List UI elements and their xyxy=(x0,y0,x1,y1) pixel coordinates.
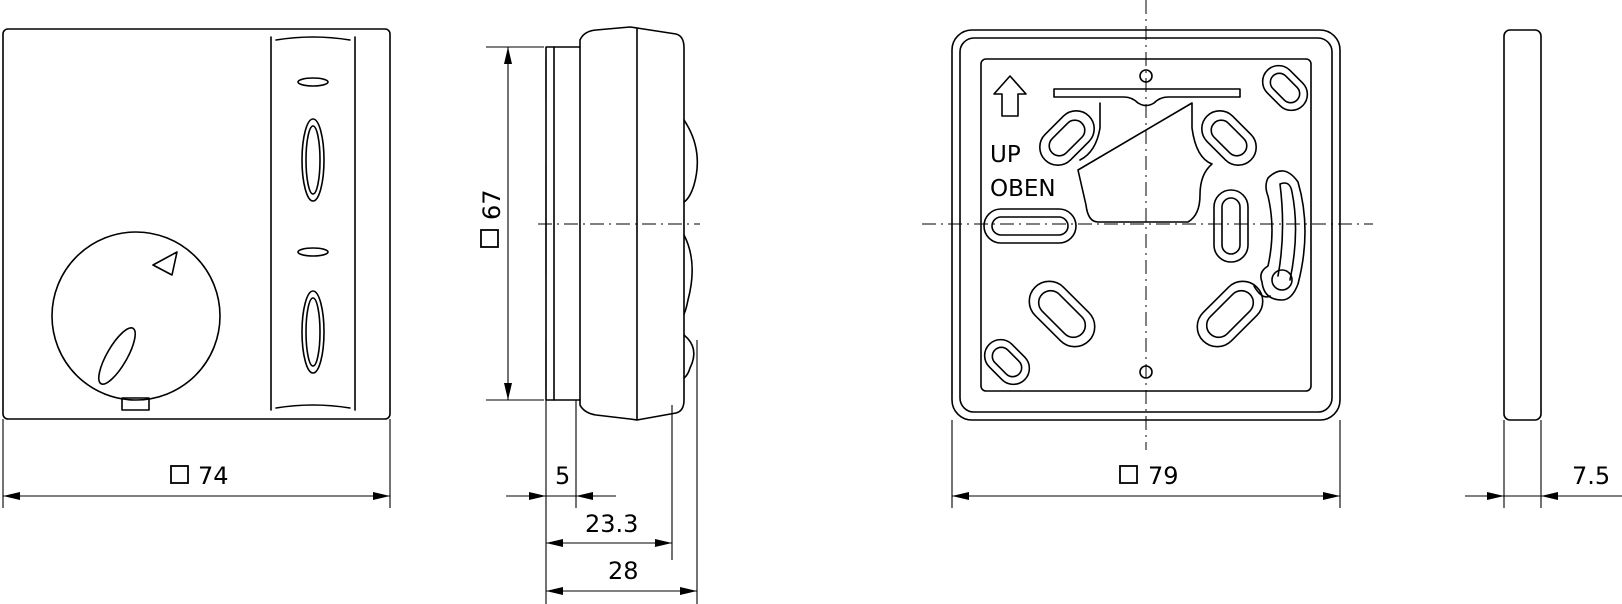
button-strip-top-curve xyxy=(275,36,351,41)
button-profile-top xyxy=(683,119,699,203)
led-indicator-top xyxy=(297,77,329,87)
mounting-slot-center-vertical xyxy=(1213,189,1249,263)
rocker-button-top[interactable] xyxy=(301,118,325,202)
bottom-screw-hole xyxy=(1139,365,1153,379)
rocker-button-bottom-inner xyxy=(305,297,321,367)
dim-label-23-3: 23.3 xyxy=(585,510,638,538)
knob-marker-triangle-icon xyxy=(152,251,178,276)
front-cover-profile xyxy=(636,27,685,421)
dimension-plate-width: 79 xyxy=(951,420,1341,508)
setpoint-knob[interactable] xyxy=(51,231,221,401)
plate-edge-profile xyxy=(1503,29,1542,421)
top-screw-hole xyxy=(1139,69,1153,83)
knob-grip xyxy=(98,327,136,385)
dim-label-28: 28 xyxy=(608,557,639,585)
square-symbol-icon xyxy=(480,229,499,248)
label-oben: OBEN xyxy=(990,176,1056,202)
square-symbol-icon xyxy=(170,465,189,484)
rocker-button-bottom[interactable] xyxy=(301,290,325,374)
top-clip-bridge xyxy=(1053,88,1241,107)
rocker-button-top-inner xyxy=(305,125,321,195)
dim-label-79: 79 xyxy=(1148,462,1179,490)
side-view xyxy=(538,26,700,421)
mounting-slot-corner-bottom-left xyxy=(983,338,1031,386)
center-cable-cutout xyxy=(1077,102,1213,223)
dimension-side-depths: 5 23.3 28 xyxy=(506,340,698,604)
mounting-slot-bottom-right xyxy=(1196,280,1271,348)
mounting-slot-corner-top-right xyxy=(1261,64,1309,112)
front-housing xyxy=(2,28,391,420)
back-plate-view: UP OBEN xyxy=(922,0,1373,450)
mounting-slot-left-horizontal xyxy=(983,208,1077,244)
dim-label-74: 74 xyxy=(198,462,229,490)
dim-label-7-5: 7.5 xyxy=(1572,462,1610,490)
button-profile-bottom xyxy=(683,334,695,379)
square-symbol-icon xyxy=(1119,465,1138,484)
plate-edge-view xyxy=(1503,29,1542,421)
button-strip-bottom-curve xyxy=(275,404,351,409)
mounting-slot-bottom-left xyxy=(1028,280,1096,348)
mounting-slot-arc-right xyxy=(1260,170,1306,301)
dim-label-5: 5 xyxy=(555,462,570,490)
knob-tab xyxy=(121,397,150,411)
label-up: UP xyxy=(990,142,1021,168)
mounting-slot-top-right xyxy=(1201,110,1257,166)
knob-profile xyxy=(683,234,693,315)
front-view xyxy=(2,28,391,420)
up-arrow-icon xyxy=(993,75,1027,117)
dimension-front-width: 74 xyxy=(2,419,391,508)
dimension-side-height: 67 xyxy=(478,46,544,401)
mounting-slot-top-left xyxy=(1039,110,1095,166)
plate-inner-edge xyxy=(959,37,1333,413)
dim-label-67: 67 xyxy=(478,189,506,220)
dimension-plate-thickness: 7.5 xyxy=(1465,420,1622,508)
led-indicator-bottom xyxy=(297,247,329,257)
